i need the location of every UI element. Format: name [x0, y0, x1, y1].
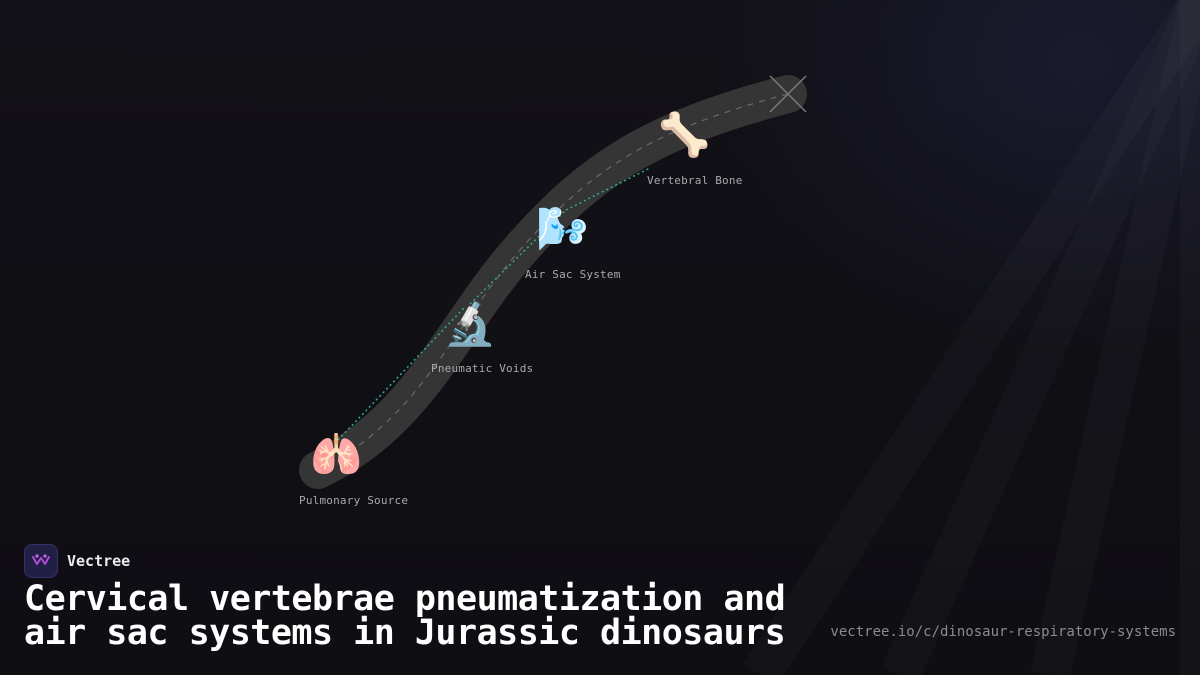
path-road [299, 75, 807, 489]
node-link-1 [469, 209, 567, 305]
node-link-0 [337, 307, 465, 441]
x-mark-icon [769, 75, 807, 113]
brand: Vectree [24, 544, 130, 578]
node-label-vertebral-bone: Vertebral Bone [647, 174, 743, 187]
path-centerline [317, 93, 789, 471]
vectree-logo-icon [24, 544, 58, 578]
node-label-air-sac-system: Air Sac System [525, 268, 621, 281]
lungs-icon: 🫁 [310, 430, 363, 479]
wind-face-icon: 🌬️ [536, 204, 589, 253]
page-title: Cervical vertebrae pneumatization and ai… [24, 579, 786, 653]
bone-icon: 🦴 [658, 110, 711, 159]
page-url: vectree.io/c/dinosaur-respiratory-system… [830, 624, 1176, 640]
node-label-pulmonary-source: Pulmonary Source [299, 494, 409, 507]
node-link-2 [565, 167, 651, 211]
node-links [337, 167, 651, 441]
microscope-icon: 🔬 [444, 299, 497, 348]
brand-name: Vectree [67, 552, 131, 570]
node-label-pneumatic-voids: Pneumatic Voids [431, 362, 534, 375]
